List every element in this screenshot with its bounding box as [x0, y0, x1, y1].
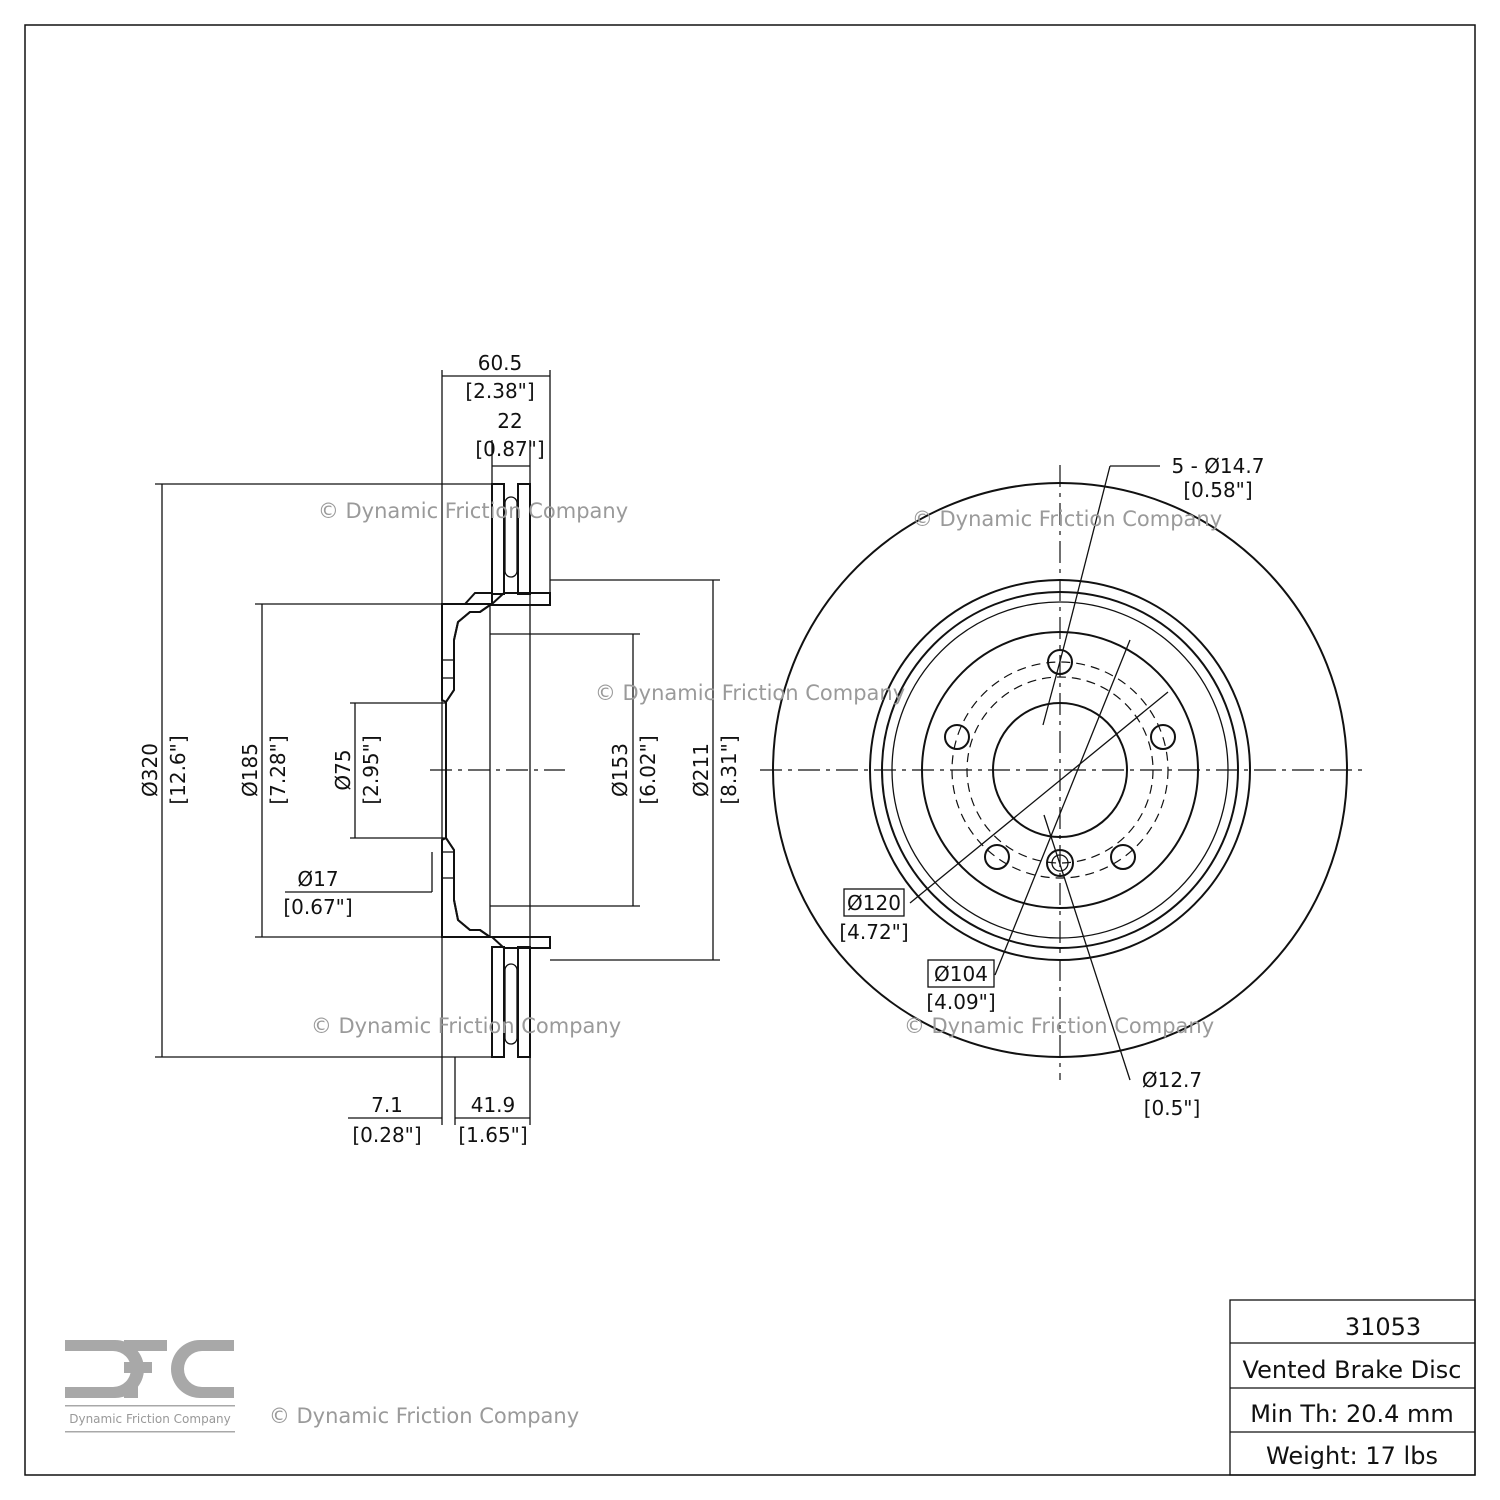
- min-thickness: Min Th: 20.4 mm: [1250, 1400, 1454, 1428]
- pilot-circle-mm: Ø104: [934, 962, 988, 986]
- front-view: [760, 465, 1365, 1081]
- hat-thickness-mm: 7.1: [371, 1093, 403, 1117]
- bolt-circle-in: [4.72"]: [839, 920, 908, 944]
- overall-width-in: [2.38"]: [465, 379, 534, 403]
- center-bore-in: [2.95"]: [359, 735, 383, 804]
- sheet-border: [24, 24, 1476, 1476]
- bolt-holes-in: [0.58"]: [1183, 478, 1252, 502]
- overall-width-mm: 60.5: [478, 351, 523, 375]
- outer-diameter-in: [12.6"]: [166, 735, 190, 804]
- locator-hole-mm: Ø12.7: [1142, 1068, 1202, 1092]
- watermark: © Dynamic Friction Company: [912, 507, 1222, 531]
- hat-thickness-in: [0.28"]: [352, 1123, 421, 1147]
- watermark: © Dynamic Friction Company: [318, 499, 628, 523]
- center-bore-mm: Ø75: [331, 749, 355, 790]
- hat-diameter-in: [7.28"]: [266, 735, 290, 804]
- bolt-holes-mm: 5 - Ø14.7: [1172, 454, 1265, 478]
- part-number: 31053: [1345, 1313, 1421, 1341]
- watermark: © Dynamic Friction Company: [904, 1014, 1214, 1038]
- flange-diameter-in: [8.31"]: [717, 735, 741, 804]
- watermark: © Dynamic Friction Company: [269, 1404, 579, 1428]
- inner-hat-in: [6.02"]: [636, 735, 660, 804]
- title-block: [1229, 1299, 1476, 1476]
- bolt-circle-mm: Ø120: [847, 891, 901, 915]
- inner-hat-mm: Ø153: [608, 743, 632, 797]
- pilot-circle-in: [4.09"]: [926, 990, 995, 1014]
- part-type: Vented Brake Disc: [1243, 1356, 1462, 1384]
- outer-diameter-mm: Ø320: [138, 743, 162, 797]
- hole-offset-in: [0.67"]: [283, 895, 352, 919]
- watermark: © Dynamic Friction Company: [311, 1014, 621, 1038]
- flange-diameter-mm: Ø211: [689, 743, 713, 797]
- disc-thickness-in: [0.87"]: [475, 437, 544, 461]
- offset-mm: 41.9: [471, 1093, 516, 1117]
- dfc-logo: Dynamic Friction Company: [65, 1340, 235, 1433]
- offset-in: [1.65"]: [458, 1123, 527, 1147]
- disc-thickness-mm: 22: [497, 409, 522, 433]
- watermark: © Dynamic Friction Company: [595, 681, 905, 705]
- weight: Weight: 17 lbs: [1266, 1442, 1438, 1470]
- hat-diameter-mm: Ø185: [238, 743, 262, 797]
- side-section-view: [155, 370, 720, 1125]
- bolt-holes: [944, 649, 1176, 877]
- locator-hole-in: [0.5"]: [1144, 1096, 1201, 1120]
- hole-offset-mm: Ø17: [297, 867, 338, 891]
- logo-caption: Dynamic Friction Company: [69, 1412, 231, 1426]
